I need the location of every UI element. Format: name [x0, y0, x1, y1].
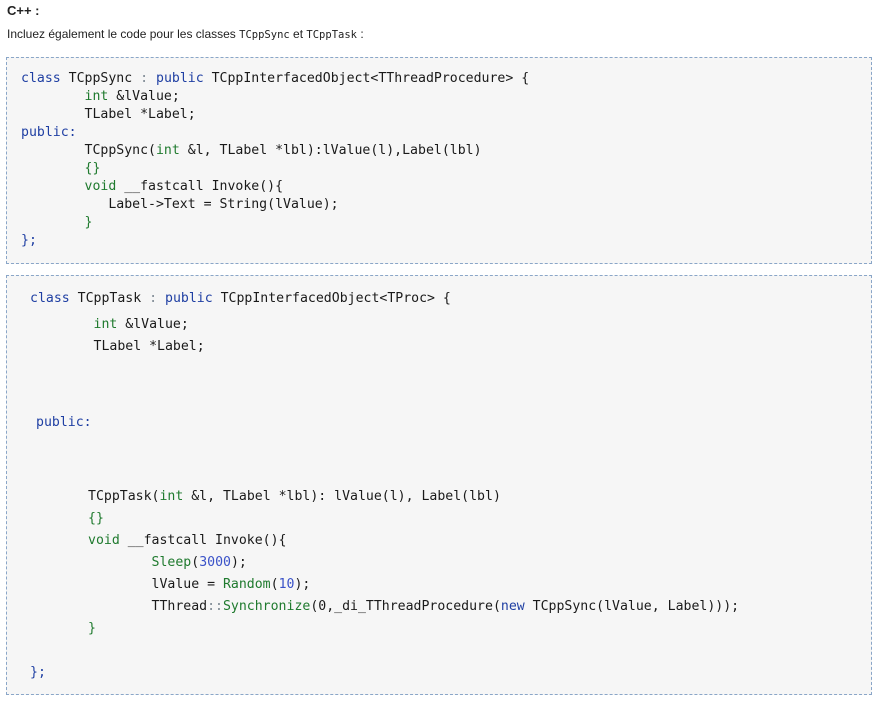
code-token: {}	[88, 511, 104, 526]
code-token: :	[140, 71, 149, 86]
code-token: }	[88, 621, 96, 636]
code-token: TLabel *Label;	[30, 339, 205, 354]
code-token: TCppInterfacedObject<TThreadProcedure> {	[203, 71, 530, 86]
code-token: &l, TLabel *lbl):lValue(l),Label(lbl)	[179, 143, 482, 158]
code-token: 10	[278, 577, 295, 592]
code-line: TLabel *Label;	[30, 338, 205, 356]
code-token: __fastcall Invoke(){	[119, 533, 287, 548]
code-token: );	[230, 555, 247, 570]
code-token: TThread	[88, 599, 208, 614]
code-token: ::	[207, 599, 223, 614]
code-line: {}	[88, 510, 104, 528]
code-line: void __fastcall Invoke(){	[88, 532, 287, 550]
code-block-tcpptask: class TCppTask : public TCppInterfacedOb…	[6, 275, 872, 695]
code-line: TThread::Synchronize(0,_di_TThreadProced…	[88, 598, 740, 616]
code-line: };	[30, 664, 46, 682]
section-heading: C++ :	[7, 3, 40, 18]
code-token: {}	[84, 161, 101, 176]
code-token: new	[500, 599, 525, 614]
code-token: &lValue;	[117, 317, 189, 332]
code-token: TLabel *Label;	[21, 107, 196, 122]
code-token: 3000	[199, 555, 231, 570]
code-token: TCppTask(	[88, 489, 160, 504]
code-token: __fastcall Invoke(){	[116, 179, 284, 194]
code-token: };	[21, 233, 37, 248]
code-token	[88, 555, 152, 570]
intro-suffix: :	[356, 27, 364, 41]
code-line: int &lValue;	[30, 316, 189, 334]
intro-connector: et	[289, 27, 307, 41]
code-token: void	[84, 179, 117, 194]
code-token: TCppTask	[69, 291, 150, 306]
code-line: int &lValue;	[21, 88, 180, 106]
code-token: };	[30, 665, 46, 680]
code-token: (	[191, 555, 200, 570]
code-line: void __fastcall Invoke(){	[21, 178, 284, 196]
code-token: }	[84, 215, 93, 230]
code-line: class TCppSync : public TCppInterfacedOb…	[21, 70, 529, 88]
code-token: int	[159, 489, 184, 504]
code-token	[21, 215, 85, 230]
code-token: public:	[21, 125, 77, 140]
code-token	[21, 89, 85, 104]
code-token: (0,_di_TThreadProcedure(	[310, 599, 501, 614]
code-line: };	[21, 232, 37, 250]
inline-code-tcppsync: TCppSync	[239, 29, 290, 41]
code-token: public	[165, 291, 213, 306]
code-token	[157, 291, 165, 306]
code-line: TLabel *Label;	[21, 106, 196, 124]
code-token: public	[156, 71, 204, 86]
code-line: TCppTask(int &l, TLabel *lbl): lValue(l)…	[88, 488, 501, 506]
intro-paragraph: Incluez également le code pour les class…	[7, 27, 364, 41]
code-line: Label->Text = String(lValue);	[21, 196, 339, 214]
code-line: {}	[21, 160, 101, 178]
code-token: int	[84, 89, 109, 104]
code-line: Sleep(3000);	[88, 554, 247, 572]
code-token: Sleep	[151, 555, 192, 570]
code-token: (	[270, 577, 279, 592]
code-token	[30, 317, 94, 332]
code-line: TCppSync(int &l, TLabel *lbl):lValue(l),…	[21, 142, 482, 160]
code-token: int	[155, 143, 180, 158]
intro-prefix: Incluez également le code pour les class…	[7, 27, 240, 41]
code-token: );	[294, 577, 311, 592]
code-token: class	[30, 291, 70, 306]
code-token: TCppSync(lValue, Label)));	[524, 599, 740, 614]
code-line: lValue = Random(10);	[88, 576, 311, 594]
code-block-tcppsync: class TCppSync : public TCppInterfacedOb…	[6, 57, 872, 264]
code-line: public:	[36, 414, 92, 432]
code-token	[148, 71, 156, 86]
code-token: TCppSync(	[21, 143, 156, 158]
code-line: }	[21, 214, 93, 232]
code-token: Label->Text = String(lValue);	[21, 197, 339, 212]
code-line: public:	[21, 124, 77, 142]
code-token: int	[93, 317, 118, 332]
code-line: }	[88, 620, 96, 638]
code-token: class	[21, 71, 61, 86]
code-token: TCppSync	[60, 71, 141, 86]
code-token: void	[88, 533, 120, 548]
code-token: lValue =	[88, 577, 223, 592]
code-token	[21, 161, 85, 176]
code-token: Synchronize	[222, 599, 311, 614]
code-token: TCppInterfacedObject<TProc> {	[212, 291, 451, 306]
code-token: :	[149, 291, 158, 306]
code-token	[21, 179, 85, 194]
code-line: class TCppTask : public TCppInterfacedOb…	[30, 290, 451, 308]
code-token: Random	[222, 577, 271, 592]
inline-code-tcpptask: TCppTask	[306, 29, 357, 41]
code-token: &lValue;	[108, 89, 180, 104]
code-token: public:	[36, 415, 92, 430]
code-token: &l, TLabel *lbl): lValue(l), Label(lbl)	[183, 489, 501, 504]
